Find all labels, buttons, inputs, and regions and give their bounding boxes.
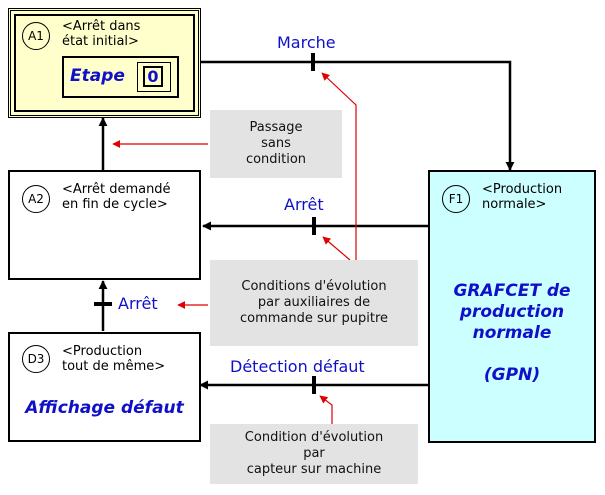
step-f1-label: <Production normale> [482, 182, 563, 212]
step-f1-action: GRAFCET de production normale (GPN) [453, 281, 571, 385]
step-a1-action-label: Etape [70, 66, 125, 86]
pointer-conditions-marche [321, 72, 357, 260]
step-number-value: 0 [143, 66, 163, 87]
step-a1-label: <Arrêt dans état initial> [62, 19, 141, 49]
note-condition-capteur: Condition d'évolution par capteur sur ma… [210, 424, 418, 484]
step-a1-action [62, 56, 179, 98]
step-number-display [137, 62, 171, 92]
step-f1-id: F1 [442, 185, 470, 213]
transition-label-detection: Détection défaut [230, 357, 365, 376]
note-conditions-auxiliaires: Conditions d'évolution par auxiliaires d… [210, 260, 418, 346]
step-d3-label: <Production tout de même> [62, 344, 166, 374]
step-a2-label: <Arrêt demandé en fin de cycle> [62, 182, 171, 212]
step-a2-id: A2 [22, 185, 50, 213]
link-a1-to-f1 [201, 60, 515, 171]
transition-label-arret-left: Arrêt [118, 294, 158, 313]
pointer-capteur [319, 395, 333, 424]
step-f1 [428, 170, 596, 443]
step-d3-id: D3 [22, 345, 50, 373]
step-d3-action: Affichage défaut [25, 398, 184, 418]
note-passage-sans-condition: Passage sans condition [210, 110, 342, 178]
transition-label-arret-top: Arrêt [284, 195, 324, 214]
step-a1-id: A1 [22, 22, 50, 50]
pointer-conditions-arret [322, 236, 351, 261]
step-a1-inner-frame [14, 14, 195, 112]
transition-label-marche: Marche [277, 33, 336, 52]
